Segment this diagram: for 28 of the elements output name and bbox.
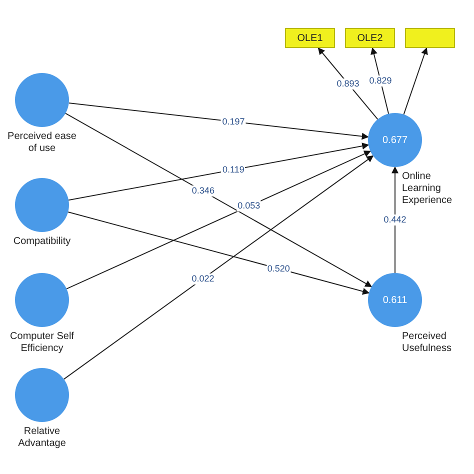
latent-variable-circle: 0.677 bbox=[368, 113, 422, 167]
construct-label: Perceived Usefulness bbox=[402, 331, 452, 355]
path-arrow bbox=[392, 166, 398, 274]
edge-label: 0.119 bbox=[222, 164, 246, 176]
edge-label: 0.893 bbox=[336, 78, 360, 90]
path-arrow bbox=[66, 150, 372, 290]
edge-label: 0.442 bbox=[382, 214, 408, 226]
path-arrow bbox=[403, 47, 428, 115]
edge-label: 0.520 bbox=[266, 263, 291, 274]
indicator-box: OLE2 bbox=[345, 28, 395, 48]
edge-label: 0.197 bbox=[221, 116, 246, 128]
path-arrow bbox=[68, 102, 369, 140]
edge-label: 0.022 bbox=[190, 273, 216, 284]
path-arrow bbox=[65, 112, 372, 288]
construct-label: Computer Self Efficiency bbox=[9, 331, 75, 355]
construct-label: Online Learning Experience bbox=[402, 171, 454, 207]
path-arrow bbox=[63, 155, 374, 380]
indicator-box bbox=[405, 28, 455, 48]
indicator-box: OLE1 bbox=[285, 28, 335, 48]
latent-variable-circle: 0.611 bbox=[368, 273, 422, 327]
construct-label: Perceived ease of use bbox=[6, 131, 78, 155]
path-arrow bbox=[68, 142, 370, 201]
edge-label: 0.053 bbox=[236, 200, 262, 212]
construct-label: Compatibility bbox=[12, 236, 72, 248]
path-arrow bbox=[68, 212, 370, 295]
edge-label: 0.346 bbox=[190, 186, 216, 197]
construct-label: Relative Advantage bbox=[17, 426, 67, 450]
edge-label: 0.829 bbox=[368, 75, 393, 86]
